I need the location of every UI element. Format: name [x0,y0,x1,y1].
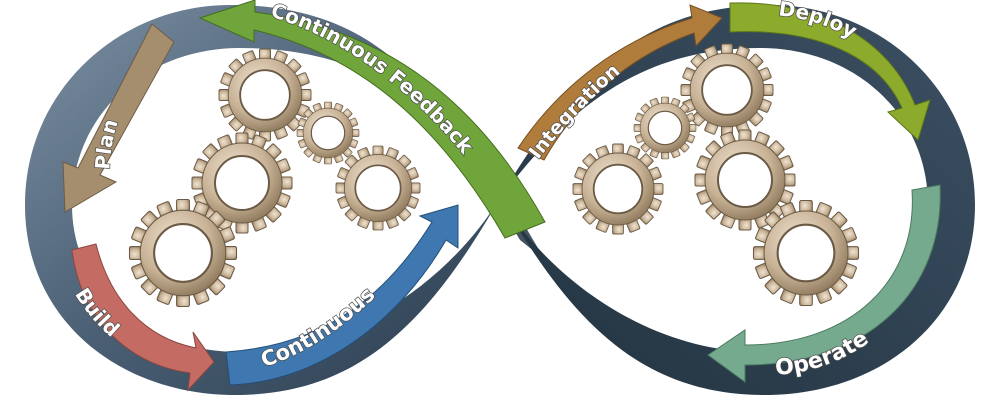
operate-arrow [707,184,941,383]
left-gear-cluster [128,48,421,308]
stage-arrows [62,0,941,392]
integration-arrow [517,4,723,161]
gear-icon [633,96,697,160]
integration-label: Integration [525,60,625,163]
build-arrow [71,243,215,392]
gear-icon [296,101,360,165]
feedback-arrow [198,0,546,239]
gear-icon [572,143,664,235]
gear-icon [128,198,238,308]
deploy-arrow [729,2,931,141]
gear-icon [752,199,860,307]
gear-icon [680,43,774,137]
gear-icon [218,48,312,142]
gear-icon [335,145,421,231]
plan-arrow [62,23,175,213]
continuous-arrow [225,204,459,386]
gear-icon [694,129,796,231]
